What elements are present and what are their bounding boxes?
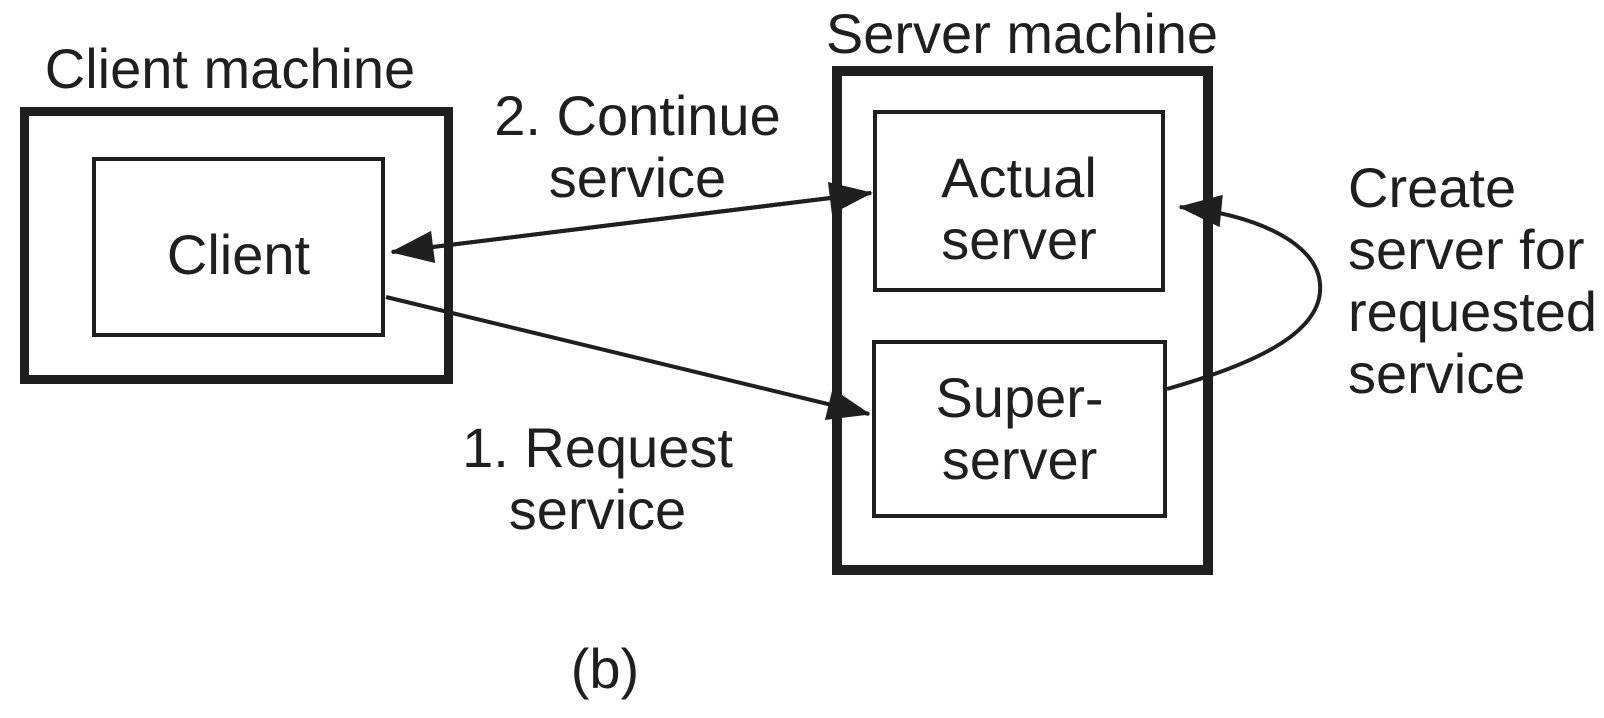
super-server-label-line1: Super-: [935, 366, 1104, 429]
server-machine-title: Server machine: [825, 2, 1219, 65]
client-box-label: Client: [166, 223, 311, 286]
create-server-label: Create server for requested service: [1348, 157, 1598, 405]
create-server-label-line4: service: [1348, 342, 1526, 405]
continue-service-label-line2: service: [548, 146, 727, 209]
request-service-label: 1. Request service: [420, 417, 775, 541]
actual-server-label-line1: Actual: [941, 146, 1097, 209]
super-server-box: Super- server: [872, 340, 1167, 518]
continue-service-label: 2. Continue service: [460, 85, 815, 209]
actual-server-label-line2: server: [941, 208, 1097, 271]
super-server-label: Super- server: [876, 344, 1163, 514]
figure-caption: (b): [570, 637, 640, 700]
create-server-label-line3: requested: [1348, 280, 1598, 343]
actual-server-box: Actual server: [873, 110, 1165, 292]
client-machine-title: Client machine: [44, 37, 416, 100]
create-server-label-line2: server for: [1348, 218, 1585, 281]
request-service-label-line1: 1. Request: [462, 416, 733, 479]
actual-server-label: Actual server: [877, 114, 1161, 296]
request-service-arrow: [385, 295, 871, 420]
client-box: Client: [92, 157, 385, 337]
create-server-label-line1: Create: [1348, 156, 1517, 219]
continue-service-label-line1: 2. Continue: [494, 84, 781, 147]
request-service-label-line2: service: [508, 478, 687, 541]
super-server-label-line2: server: [941, 428, 1098, 491]
